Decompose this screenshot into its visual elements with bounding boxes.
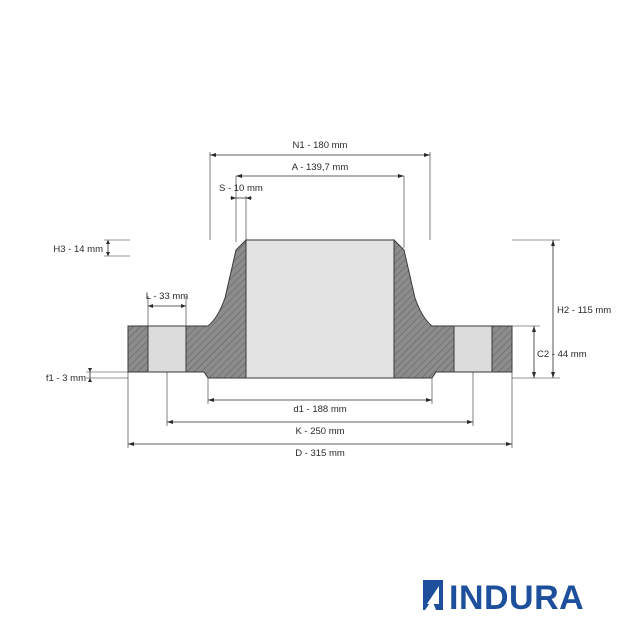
label-s: S - 10 mm bbox=[219, 183, 263, 194]
indura-logo-mark bbox=[423, 580, 443, 610]
indura-logo: INDURA bbox=[423, 579, 584, 617]
dimension-lines bbox=[88, 153, 555, 446]
label-f1: f1 - 3 mm bbox=[46, 373, 86, 384]
bolt-hole-right bbox=[453, 325, 493, 373]
indura-logo-text: INDURA bbox=[449, 579, 584, 617]
bolt-hole-left bbox=[147, 325, 187, 373]
label-l: L - 33 mm bbox=[146, 291, 188, 302]
label-n1: N1 - 180 mm bbox=[293, 140, 348, 151]
label-d: D - 315 mm bbox=[295, 448, 345, 459]
flange-right-section bbox=[393, 238, 513, 379]
flange-bore bbox=[245, 239, 395, 379]
flange-left-section bbox=[127, 238, 247, 379]
label-c2: C2 - 44 mm bbox=[537, 349, 587, 360]
label-d1: d1 - 188 mm bbox=[293, 404, 346, 415]
label-k: K - 250 mm bbox=[295, 426, 344, 437]
flange-section bbox=[127, 238, 513, 379]
label-h3: H3 - 14 mm bbox=[53, 244, 103, 255]
label-h2: H2 - 115 mm bbox=[557, 305, 611, 316]
dimension-labels: N1 - 180 mm A - 139,7 mm S - 10 mm H3 - … bbox=[46, 140, 611, 459]
label-a: A - 139,7 mm bbox=[292, 162, 349, 173]
